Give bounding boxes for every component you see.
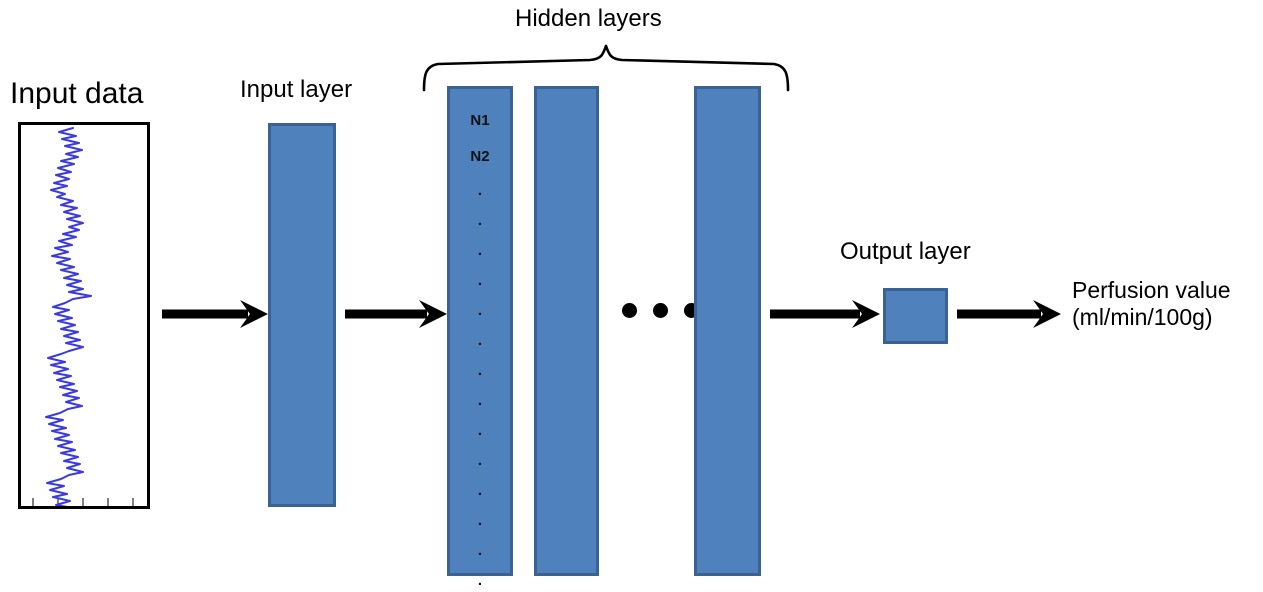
perfusion-value-text: Perfusion value (ml/min/100g) [1072, 277, 1231, 331]
input-data-plot [18, 122, 150, 509]
hidden-layers-label: Hidden layers [515, 5, 662, 32]
ellipsis-dot [653, 303, 668, 318]
output-layer-block[interactable] [883, 288, 948, 344]
neuron-dot: . [477, 452, 483, 469]
hidden-layers-ellipsis [622, 303, 699, 318]
hidden-layer-block-3[interactable] [694, 86, 761, 576]
neuron-dot: . [477, 212, 483, 229]
input-data-label: Input data [10, 77, 144, 110]
neuron-dot: . [477, 422, 483, 439]
ellipsis-dot [622, 303, 637, 318]
arrow-input-data-to-input-layer [162, 298, 270, 330]
input-layer-label: Input layer [240, 76, 353, 103]
neuron-dot: . [477, 362, 483, 379]
axis-ticks [32, 498, 134, 506]
neuron-dot: . [477, 182, 483, 199]
neuron-label-n2: N2 [470, 148, 490, 165]
hidden-layer-block-1[interactable]: N1 N2 . . . . . . . . . . . . . . . . . … [447, 86, 513, 588]
neuron-dot: . [477, 392, 483, 409]
signal-trace [45, 127, 92, 506]
arrow-output-layer-to-perfusion-value [957, 298, 1063, 330]
neuron-dot: . [477, 272, 483, 289]
neuron-dot: . [477, 242, 483, 259]
perfusion-value-line2: (ml/min/100g) [1072, 304, 1213, 331]
arrow-hidden-layers-to-output-layer [770, 298, 882, 330]
hidden-layers-brace [420, 44, 795, 92]
neuron-dot: . [477, 542, 483, 559]
hidden-layer-block-2[interactable] [534, 86, 599, 576]
output-layer-label: Output layer [840, 238, 971, 265]
neuron-stack: N1 N2 . . . . . . . . . . . . . . . . . … [450, 89, 510, 588]
neuron-dot: . [477, 572, 483, 589]
neuron-label-n1: N1 [470, 112, 490, 129]
neuron-dot: . [477, 302, 483, 319]
input-layer-block[interactable] [268, 123, 336, 507]
neuron-dot: . [477, 482, 483, 499]
neuron-dot: . [477, 512, 483, 529]
input-signal-chart [32, 127, 134, 506]
perfusion-value-line1: Perfusion value [1072, 277, 1231, 303]
arrow-input-layer-to-hidden-layers [345, 298, 449, 330]
neuron-dot: . [477, 332, 483, 349]
